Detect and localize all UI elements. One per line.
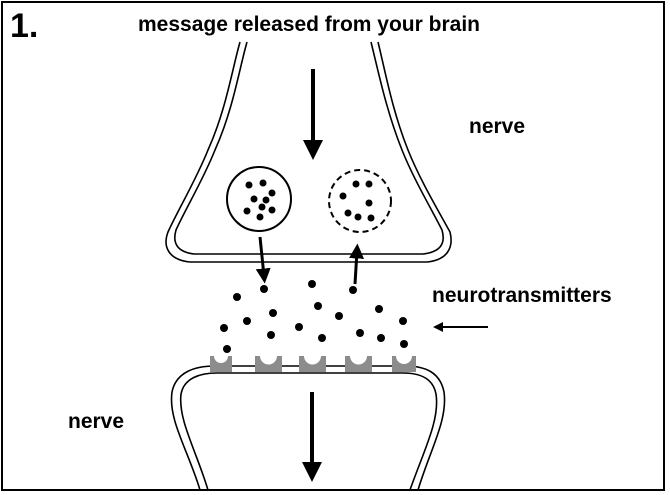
label-neurotransmitters: neurotransmitters — [432, 283, 612, 309]
flow-arrows — [260, 69, 488, 472]
vesicle-empty — [329, 170, 391, 232]
arrow-reuptake — [355, 251, 357, 284]
label-nerve-top: nerve — [469, 114, 525, 140]
arrow-vesicle-release — [260, 237, 264, 276]
vesicle-full — [227, 167, 291, 231]
lower-nerve — [171, 366, 444, 490]
label-nerve-bottom: nerve — [68, 409, 124, 435]
neurotransmitter-dots — [220, 280, 408, 353]
receptors — [210, 356, 416, 372]
diagram-title: message released from your brain — [138, 12, 480, 38]
step-number: 1. — [10, 6, 38, 46]
upper-nerve-terminal — [166, 42, 451, 262]
